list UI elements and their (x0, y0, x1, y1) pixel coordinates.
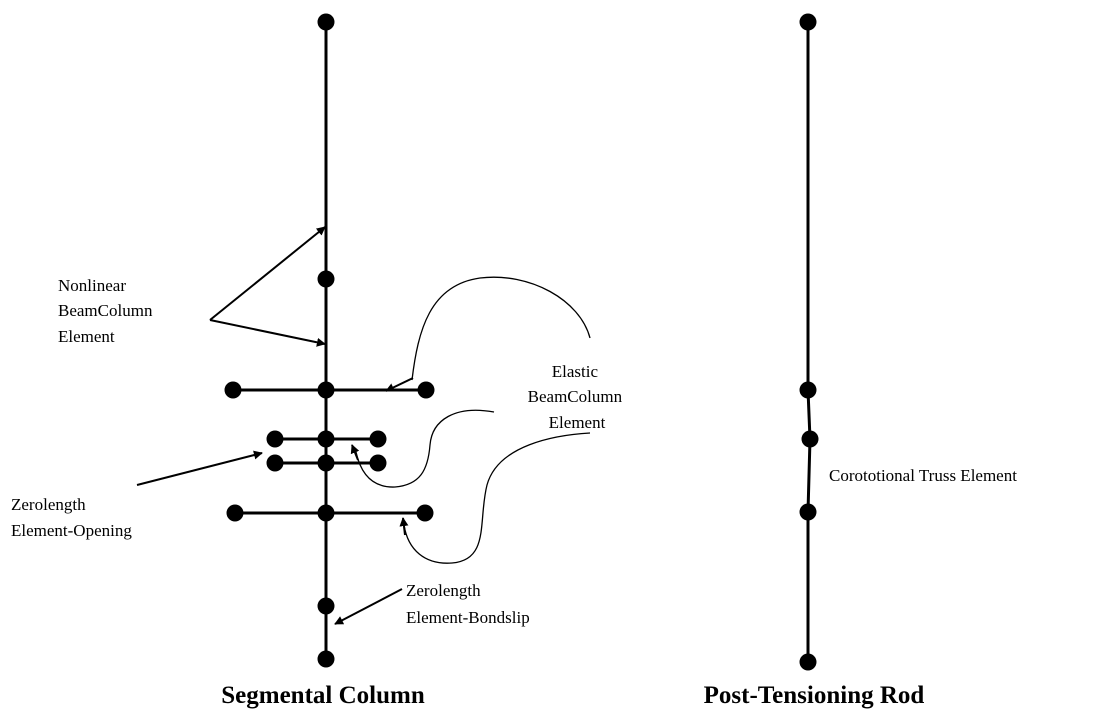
node (317, 454, 335, 472)
node (317, 381, 335, 399)
title-segmental-column: Segmental Column (221, 682, 425, 709)
rod-line (806, 22, 812, 662)
node (799, 503, 817, 521)
node (417, 381, 435, 399)
node (317, 13, 335, 31)
elastic-leaders (350, 276, 591, 564)
node (317, 504, 335, 522)
label-nonlinear-beamcolumn-element: Nonlinear BeamColumn Element (58, 276, 157, 346)
node (799, 653, 817, 671)
node (369, 454, 387, 472)
node (317, 430, 335, 448)
node (226, 504, 244, 522)
node (801, 430, 819, 448)
node (416, 504, 434, 522)
nonlinear-arrows (209, 226, 326, 347)
node (369, 430, 387, 448)
title-post-tensioning-rod: Post-Tensioning Rod (704, 682, 925, 709)
zerolength-arrows (136, 450, 403, 625)
label-zerolength-element-opening: Zerolength Element-Opening (11, 495, 132, 540)
elastic-leader-lower (403, 432, 591, 564)
label-elastic-beamcolumn-element: Elastic BeamColumn Element (528, 362, 627, 432)
segmental-column (224, 13, 435, 668)
label-zerolength-element-bondslip: Zerolength Element-Bondslip (406, 581, 530, 627)
elastic-leader-middle (355, 409, 495, 488)
post-tensioning-rod (799, 13, 819, 671)
node (224, 381, 242, 399)
node (317, 597, 335, 615)
elastic-leader-upper (411, 276, 591, 381)
node (317, 270, 335, 288)
node (266, 430, 284, 448)
node (317, 650, 335, 668)
node (266, 454, 284, 472)
node (799, 13, 817, 31)
label-corotational-truss-element: Corototional Truss Element (829, 466, 1017, 485)
node (799, 381, 817, 399)
